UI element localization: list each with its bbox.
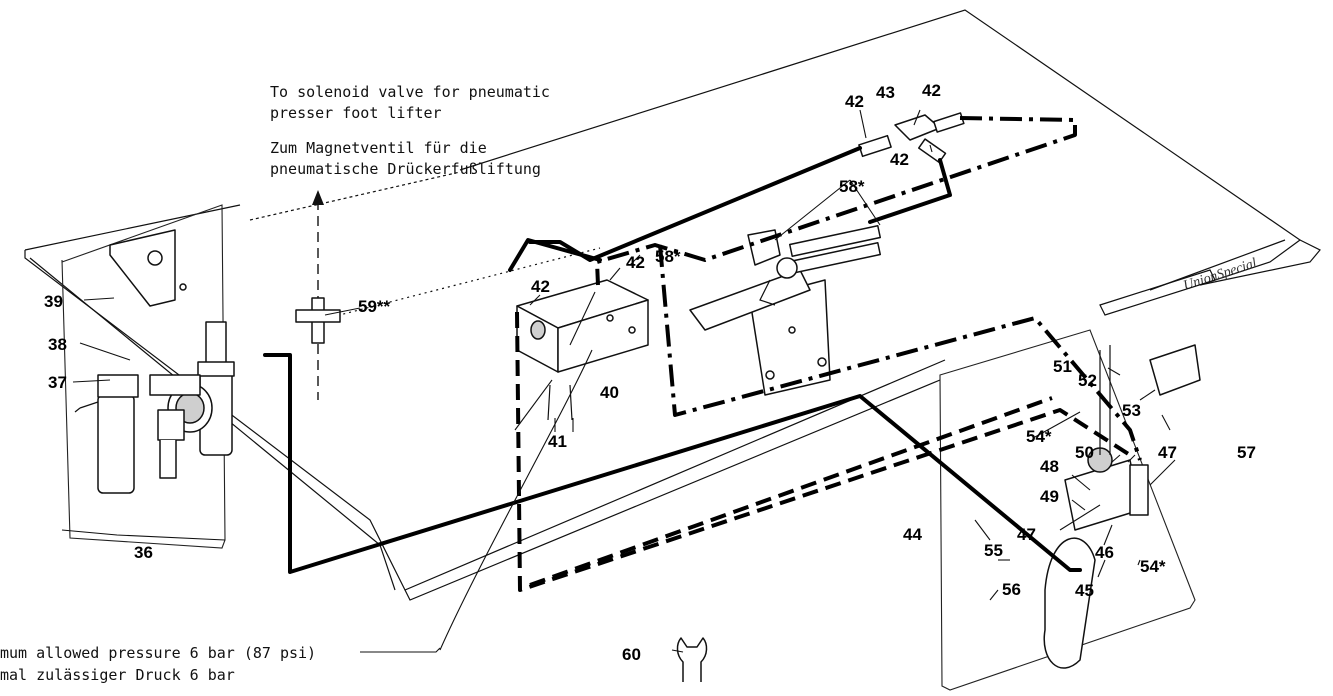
t-connector <box>858 112 965 164</box>
note-solenoid-en-line1: To solenoid valve for pneumatic <box>270 83 550 101</box>
label-47-top: 47 <box>1158 443 1177 462</box>
label-52: 52 <box>1078 371 1097 390</box>
note-solenoid-en-line2: presser foot lifter <box>270 104 442 122</box>
label-58-top: 58* <box>839 177 865 196</box>
pedal-hose-dashed-2 <box>529 396 1053 587</box>
valve-block <box>516 279 649 421</box>
note-pressure-de: mal zulässiger Druck 6 bar <box>0 666 235 684</box>
label-42-valve: 42 <box>531 277 550 296</box>
label-55: 55 <box>984 541 1003 560</box>
label-40: 40 <box>600 383 619 402</box>
filter-regulator-unit <box>74 229 235 494</box>
label-38: 38 <box>48 335 67 354</box>
label-37: 37 <box>48 373 67 392</box>
label-42-valve-top: 42 <box>626 253 645 272</box>
label-50: 50 <box>1075 443 1094 462</box>
wrench-icon <box>676 637 708 682</box>
label-42-bottom: 42 <box>890 150 909 169</box>
filter-mount-panel <box>61 204 226 549</box>
label-60: 60 <box>622 645 641 664</box>
label-42-left: 42 <box>845 92 864 111</box>
label-54-right: 54* <box>1140 557 1166 576</box>
label-45: 45 <box>1075 581 1094 600</box>
label-41: 41 <box>548 432 567 451</box>
label-47-bottom: 47 <box>1017 525 1036 544</box>
label-56: 56 <box>1002 580 1021 599</box>
note-solenoid-de-line1: Zum Magnetventil für die <box>270 139 487 157</box>
label-54-top: 54* <box>1026 427 1052 446</box>
label-42-right: 42 <box>922 81 941 100</box>
control-hose-dashdot-2 <box>658 244 1142 461</box>
hose-to-right-fitting <box>868 158 952 224</box>
label-43: 43 <box>876 83 895 102</box>
label-49: 49 <box>1040 487 1059 506</box>
pedal-hose-dashed <box>515 311 1132 592</box>
leader-lines <box>61 109 1176 653</box>
label-57: 57 <box>1237 443 1256 462</box>
label-39: 39 <box>44 292 63 311</box>
note-solenoid-de-line2: pneumatische Drückerfußliftung <box>270 160 541 178</box>
arrow-up-icon <box>312 190 324 205</box>
knee-lifter-mechanism <box>689 225 882 396</box>
label-59: 59** <box>358 297 391 316</box>
label-53: 53 <box>1122 401 1141 420</box>
pedal-mount-panel <box>939 329 1196 691</box>
label-44: 44 <box>903 525 922 544</box>
label-46: 46 <box>1095 543 1114 562</box>
label-58-middle: 58* <box>655 247 681 266</box>
control-hose-dashdot <box>595 116 1077 286</box>
main-supply-hose <box>263 353 1082 574</box>
label-36: 36 <box>134 543 153 562</box>
table-top <box>24 9 1321 601</box>
label-48: 48 <box>1040 457 1059 476</box>
pedal-valve-unit <box>1043 344 1201 669</box>
hose-knee-lifter <box>508 238 602 272</box>
note-pressure-en: mum allowed pressure 6 bar (87 psi) <box>0 644 316 662</box>
t-fitting-59 <box>295 297 341 344</box>
label-51: 51 <box>1053 357 1072 376</box>
